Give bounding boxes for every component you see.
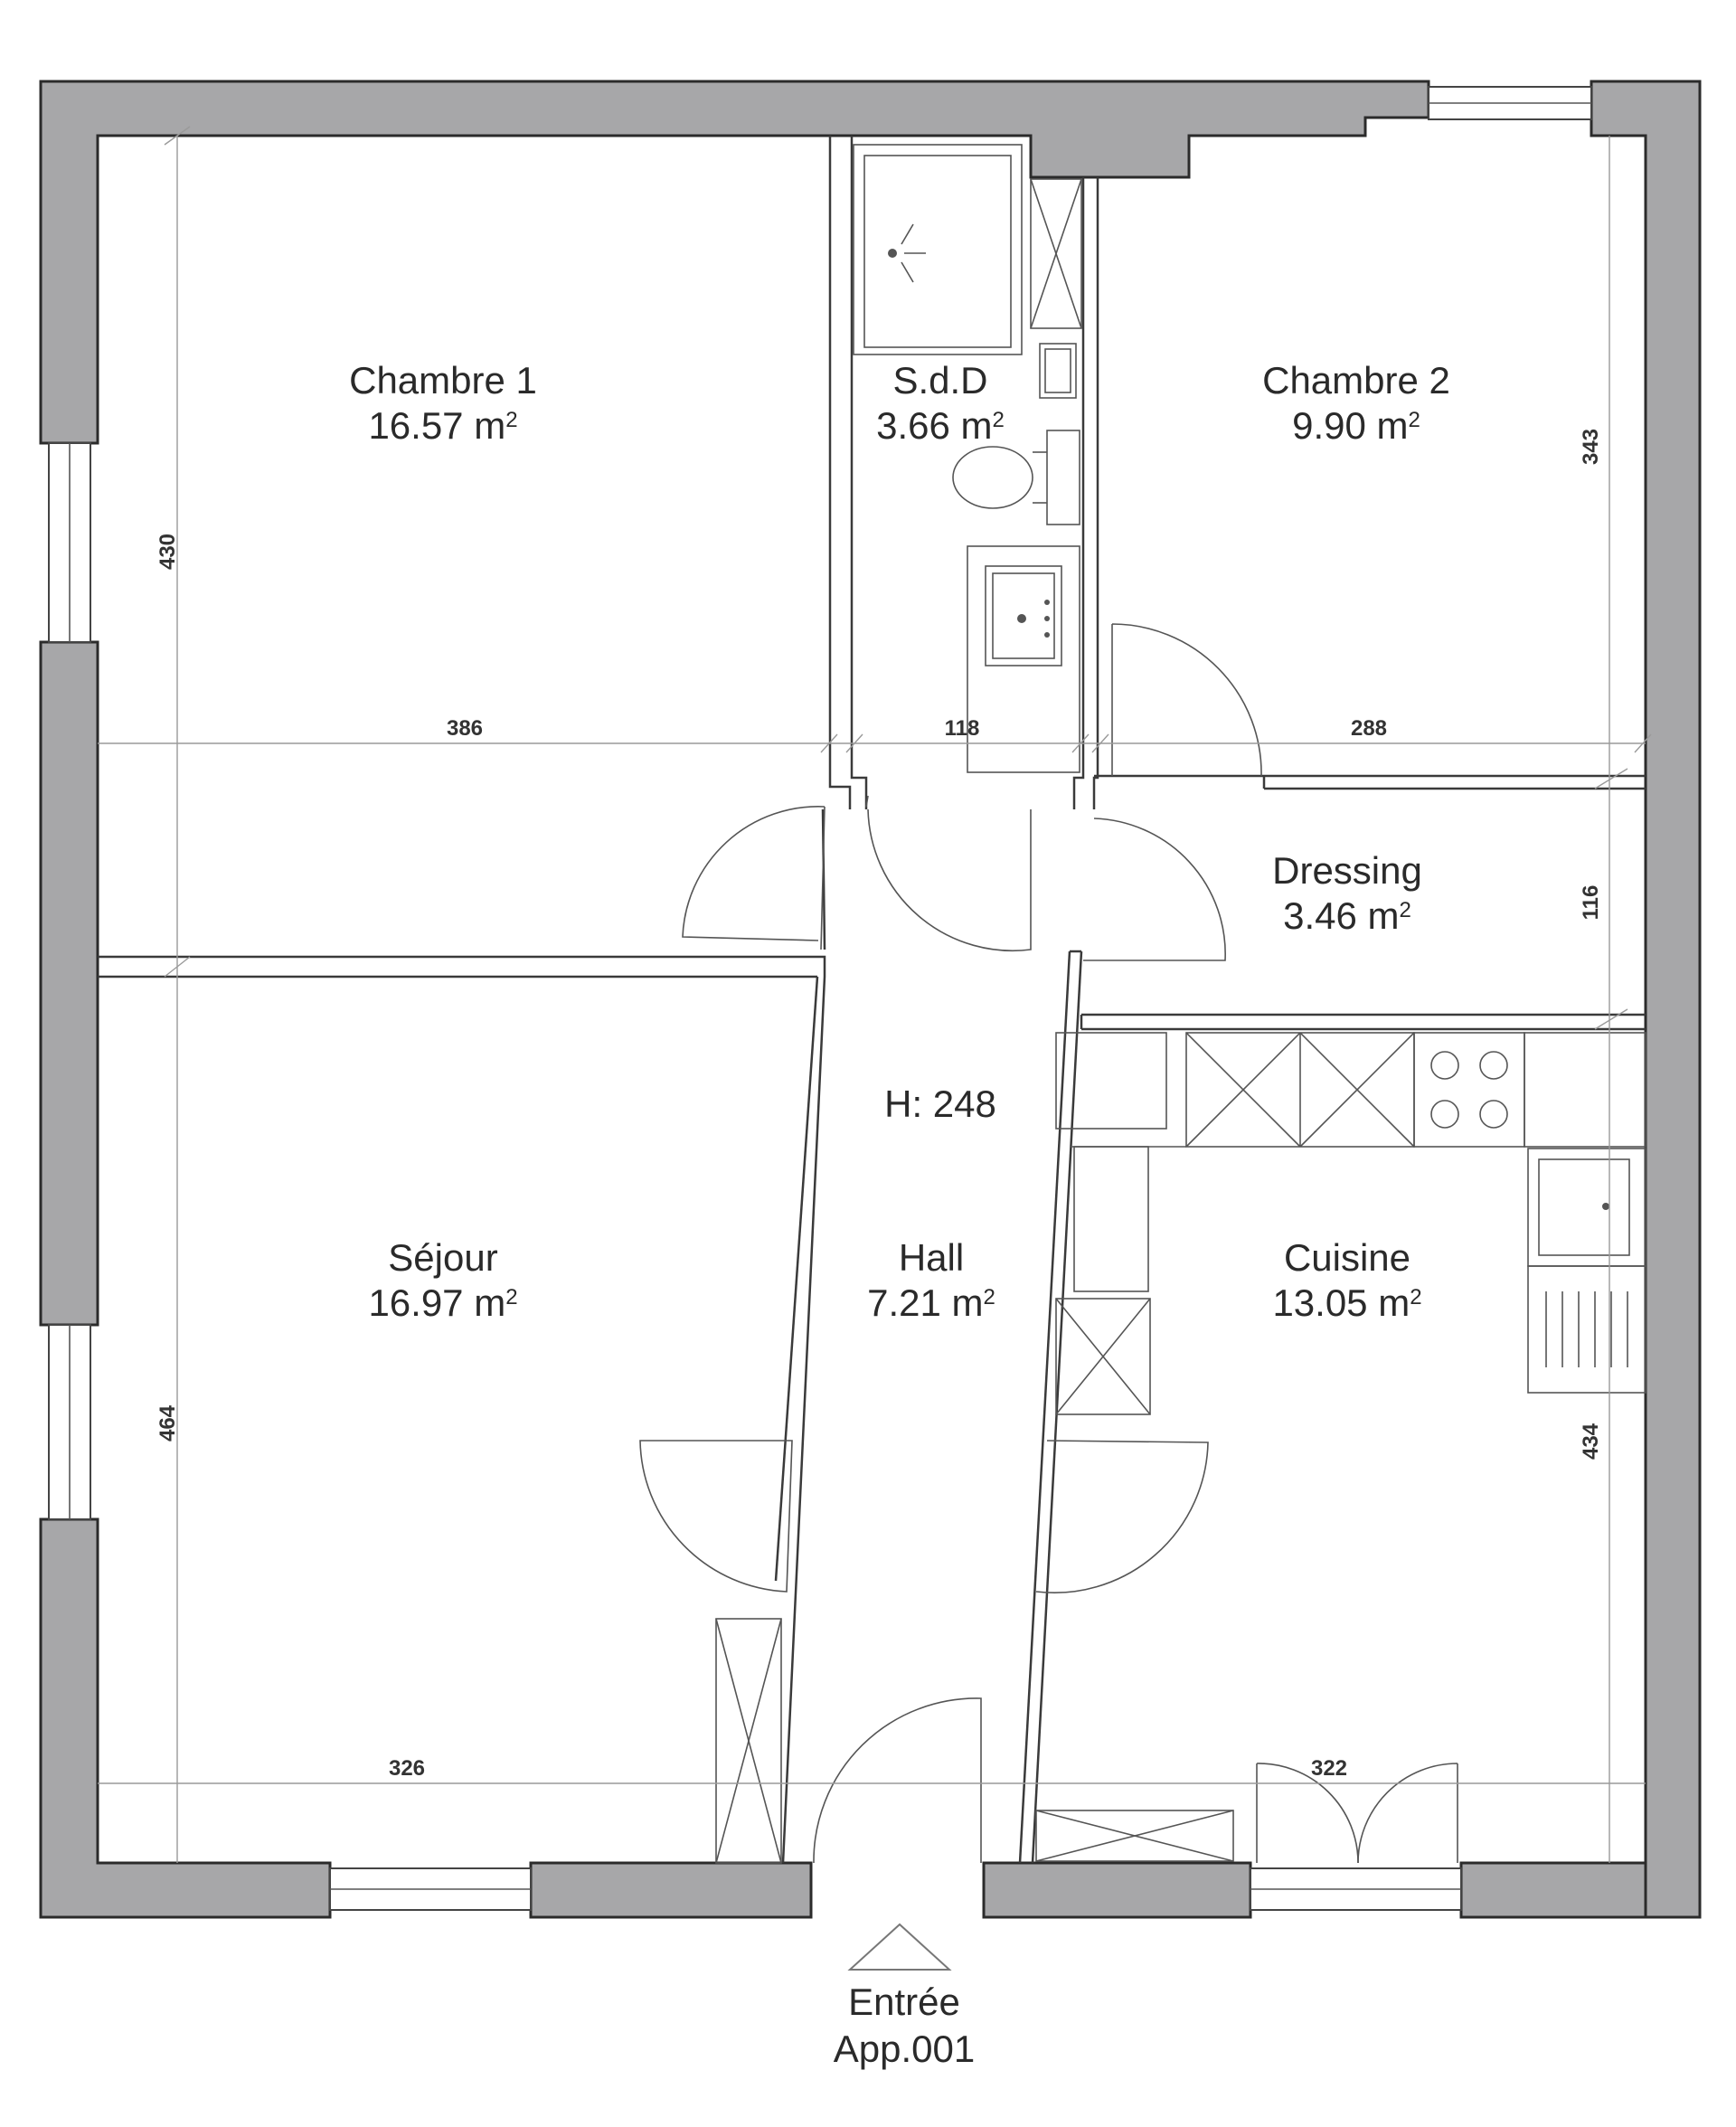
interior-walls [98, 136, 1646, 1864]
entry-title: Entrée [848, 1980, 960, 2023]
dim-326: 326 [388, 1756, 426, 1781]
room-cuisine: Cuisine 13.05 m2 [1212, 1235, 1483, 1326]
dim-322: 322 [1310, 1756, 1348, 1781]
room-dressing: Dressing 3.46 m2 [1230, 848, 1465, 939]
dim-118: 118 [944, 716, 980, 741]
room-name: Chambre 2 [1262, 359, 1450, 402]
dim-386: 386 [446, 716, 484, 741]
room-sejour: Séjour 16.97 m2 [307, 1235, 579, 1326]
height-label: H: 248 [884, 1082, 996, 1125]
dim-464: 464 [156, 1404, 180, 1442]
room-area: 7.21 m2 [867, 1281, 995, 1324]
room-area: 13.05 m2 [1272, 1281, 1422, 1324]
room-area: 3.46 m2 [1283, 894, 1411, 937]
room-name: Dressing [1272, 849, 1422, 892]
room-name: S.d.D [892, 359, 988, 402]
exterior-walls [39, 80, 1702, 1919]
room-area: 16.97 m2 [368, 1281, 518, 1324]
bathroom-fixtures [952, 343, 1080, 773]
dim-434: 434 [1579, 1423, 1603, 1461]
room-chambre2: Chambre 2 9.90 m2 [1212, 358, 1501, 449]
dimension-lines [98, 126, 1652, 1863]
entry-arrow [847, 1923, 952, 1971]
entry-label: Entrée App.001 [769, 1979, 1040, 2073]
shower [853, 144, 1023, 355]
shafts [715, 178, 1234, 1864]
room-name: Cuisine [1283, 1236, 1411, 1279]
room-name: Hall [898, 1236, 965, 1279]
dim-343: 343 [1579, 428, 1603, 466]
dim-116: 116 [1579, 884, 1603, 921]
room-hall: Hall 7.21 m2 [832, 1235, 1031, 1326]
room-area: 16.57 m2 [368, 404, 518, 447]
room-area: 3.66 m2 [876, 404, 1005, 447]
room-sdd: S.d.D 3.66 m2 [841, 358, 1040, 449]
room-name: Chambre 1 [349, 359, 537, 402]
dim-288: 288 [1350, 716, 1388, 741]
room-name: Séjour [388, 1236, 498, 1279]
unit-number: App.001 [833, 2028, 976, 2070]
kitchen-fixtures [1055, 1032, 1646, 1394]
room-area: 9.90 m2 [1292, 404, 1420, 447]
room-chambre1: Chambre 1 16.57 m2 [289, 358, 597, 449]
dim-430: 430 [156, 533, 180, 571]
windows [48, 86, 1592, 1911]
